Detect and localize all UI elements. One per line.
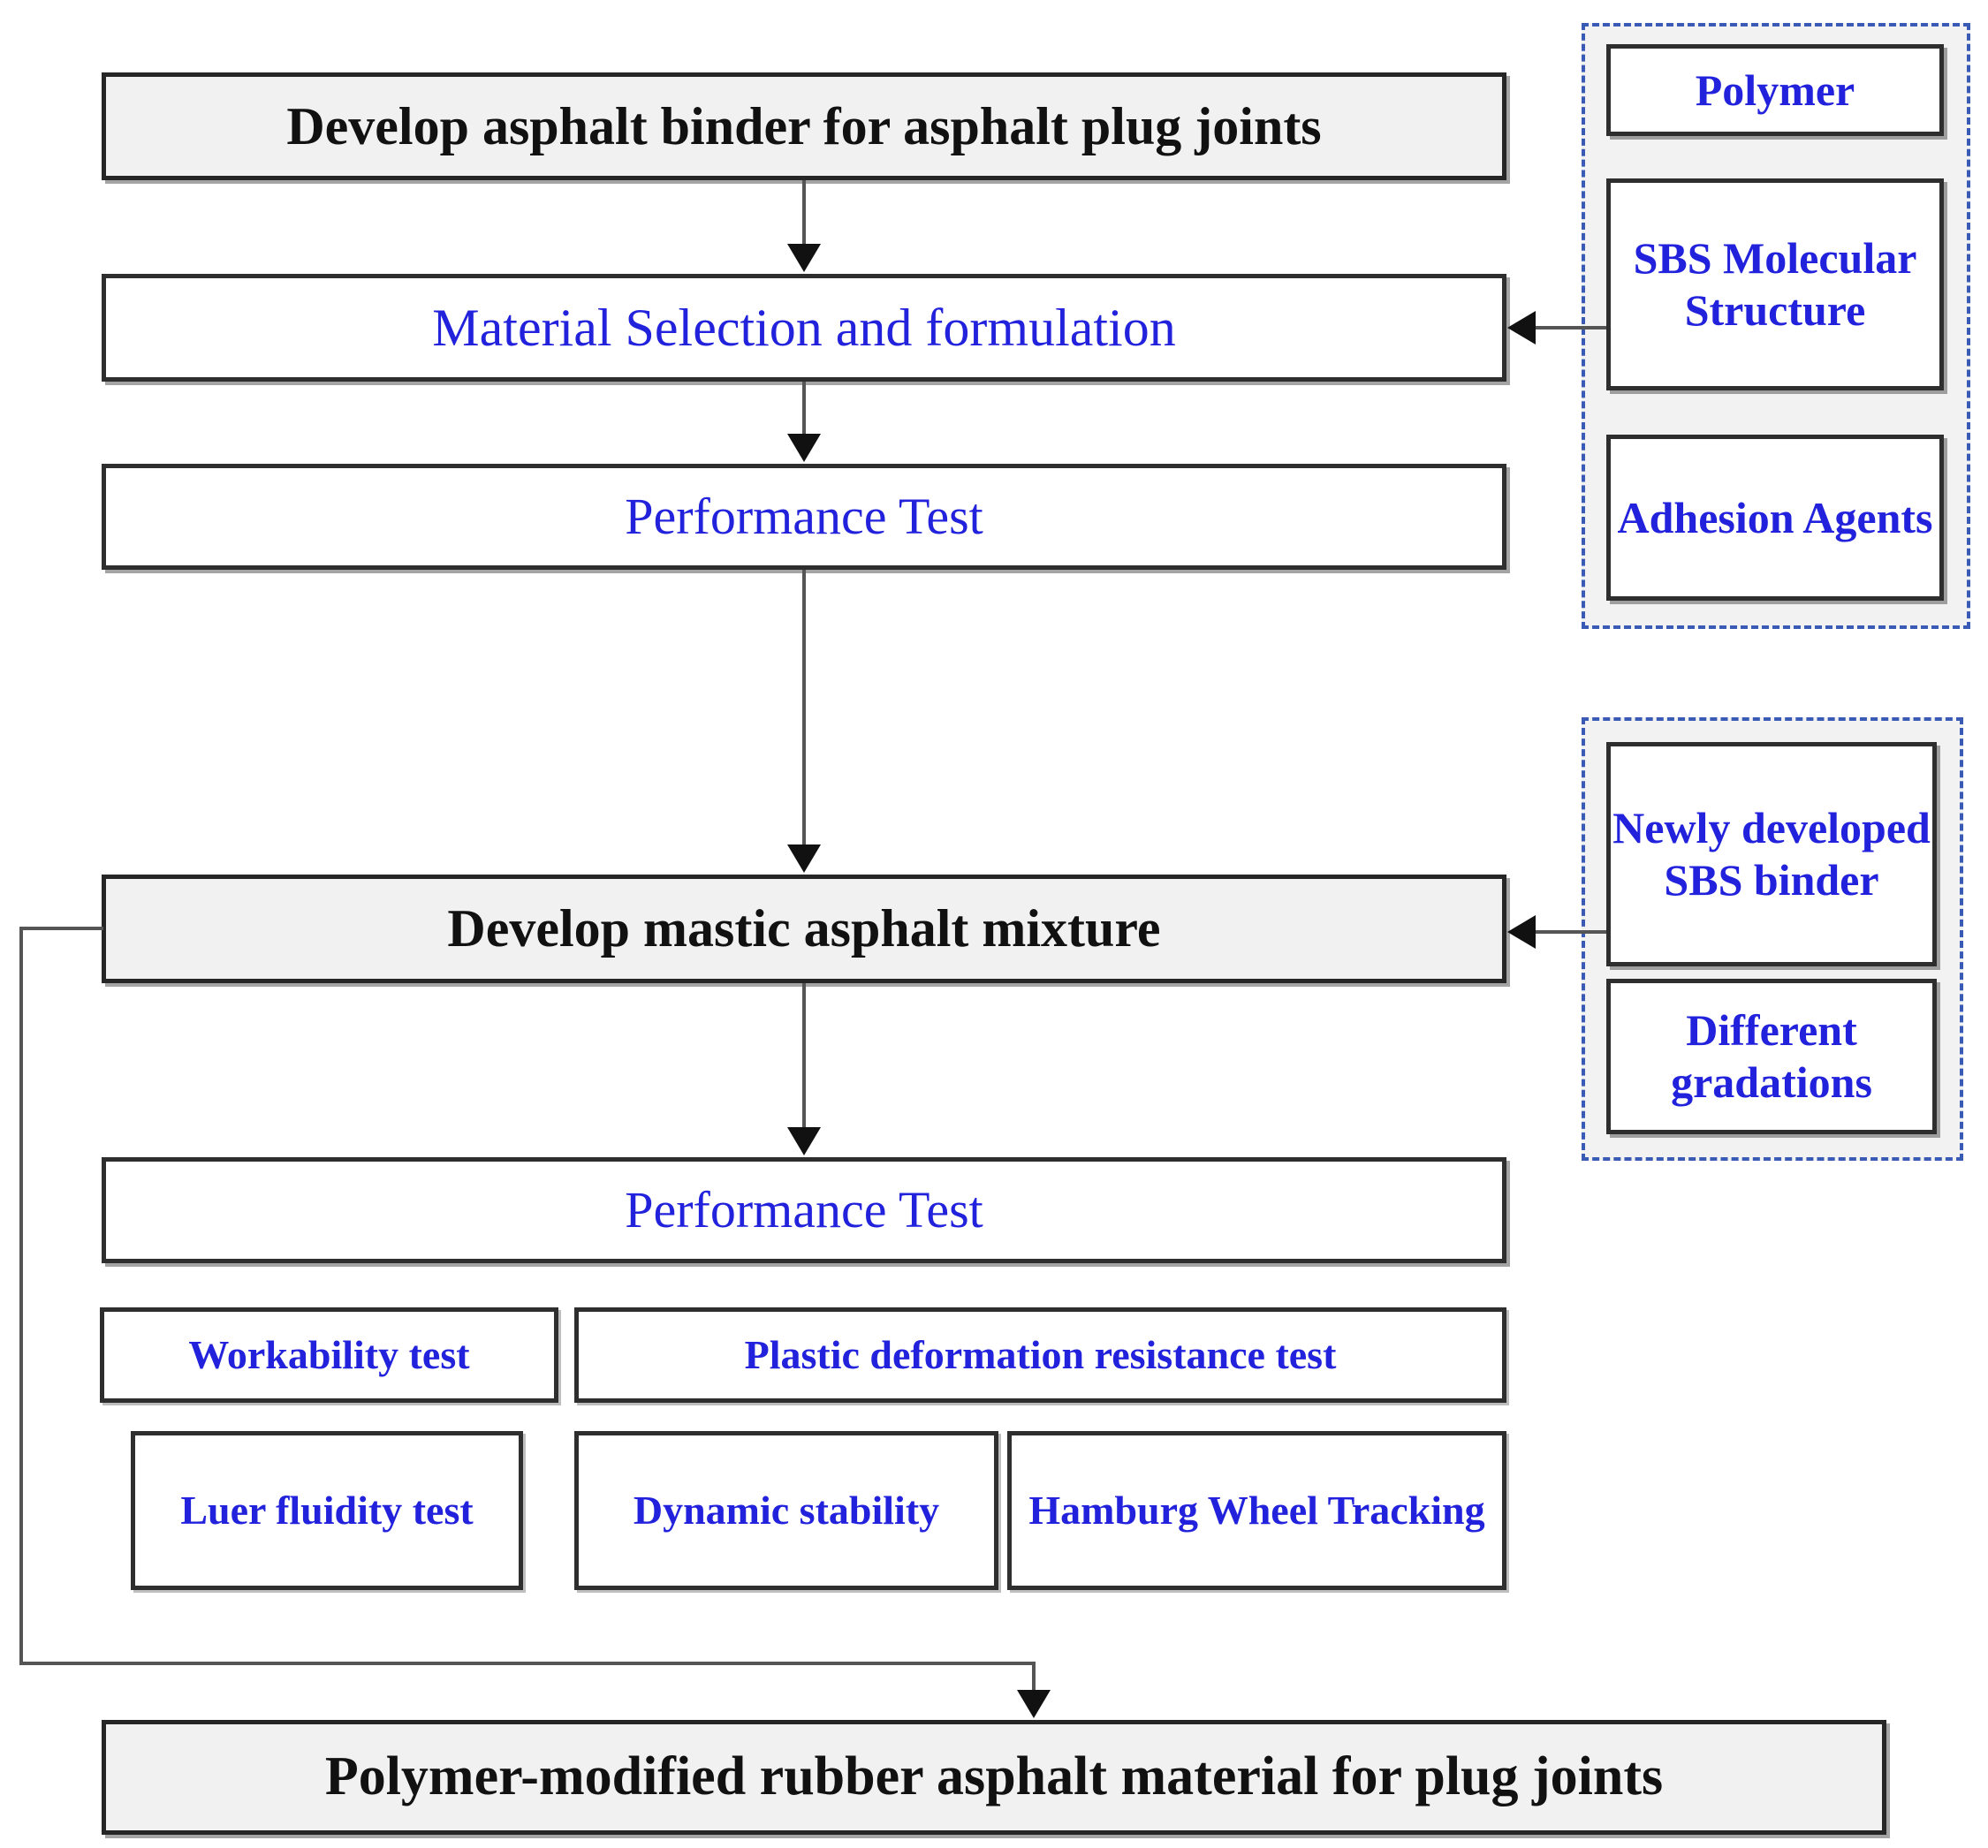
node-develop-mastic-asphalt-mixture: Develop mastic asphalt mixture — [102, 875, 1506, 983]
feedback-connector-segment-drop — [1032, 1662, 1036, 1692]
node-luer-fluidity-test: Luer fluidity test — [131, 1431, 523, 1590]
node-develop-asphalt-binder: Develop asphalt binder for asphalt plug … — [102, 72, 1506, 180]
node-sbs-molecular-structure: SBS Molecular Structure — [1606, 178, 1944, 390]
connector-binder-panel-to-material — [1536, 326, 1606, 329]
node-hamburg-wheel-tracking: Hamburg Wheel Tracking — [1007, 1431, 1506, 1590]
node-newly-developed-sbs-binder: Newly developed SBS binder — [1606, 742, 1937, 966]
arrowhead-to-material-selection — [787, 244, 821, 272]
node-performance-test-1: Performance Test — [102, 464, 1506, 570]
connector-title-to-material — [802, 180, 806, 246]
connector-material-to-performance1 — [802, 382, 806, 435]
arrowhead-to-develop-mastic — [787, 844, 821, 873]
arrowhead-into-material-selection — [1507, 311, 1536, 345]
feedback-connector-segment-left-stub — [19, 927, 103, 930]
node-adhesion-agents: Adhesion Agents — [1606, 435, 1944, 601]
node-workability-test: Workability test — [100, 1307, 558, 1403]
node-dynamic-stability: Dynamic stability — [574, 1431, 998, 1590]
arrowhead-into-develop-mastic — [1507, 915, 1536, 949]
feedback-connector-segment-vertical — [19, 927, 23, 1665]
node-performance-test-2: Performance Test — [102, 1157, 1506, 1263]
feedback-connector-segment-bottom — [19, 1662, 1036, 1665]
connector-mastic-to-performance2 — [802, 983, 806, 1129]
node-polymer: Polymer — [1606, 44, 1944, 136]
arrowhead-to-performance-test-1 — [787, 434, 821, 462]
arrowhead-to-final-output — [1017, 1690, 1051, 1718]
node-different-gradations: Different gradations — [1606, 979, 1937, 1134]
node-polymer-modified-rubber-asphalt-material: Polymer-modified rubber asphalt material… — [102, 1720, 1886, 1835]
node-material-selection-and-formulation: Material Selection and formulation — [102, 274, 1506, 382]
connector-performance1-to-mastic — [802, 570, 806, 846]
node-plastic-deformation-resistance-test: Plastic deformation resistance test — [574, 1307, 1506, 1403]
connector-mixture-panel-to-mastic — [1536, 930, 1606, 934]
arrowhead-to-performance-test-2 — [787, 1127, 821, 1155]
